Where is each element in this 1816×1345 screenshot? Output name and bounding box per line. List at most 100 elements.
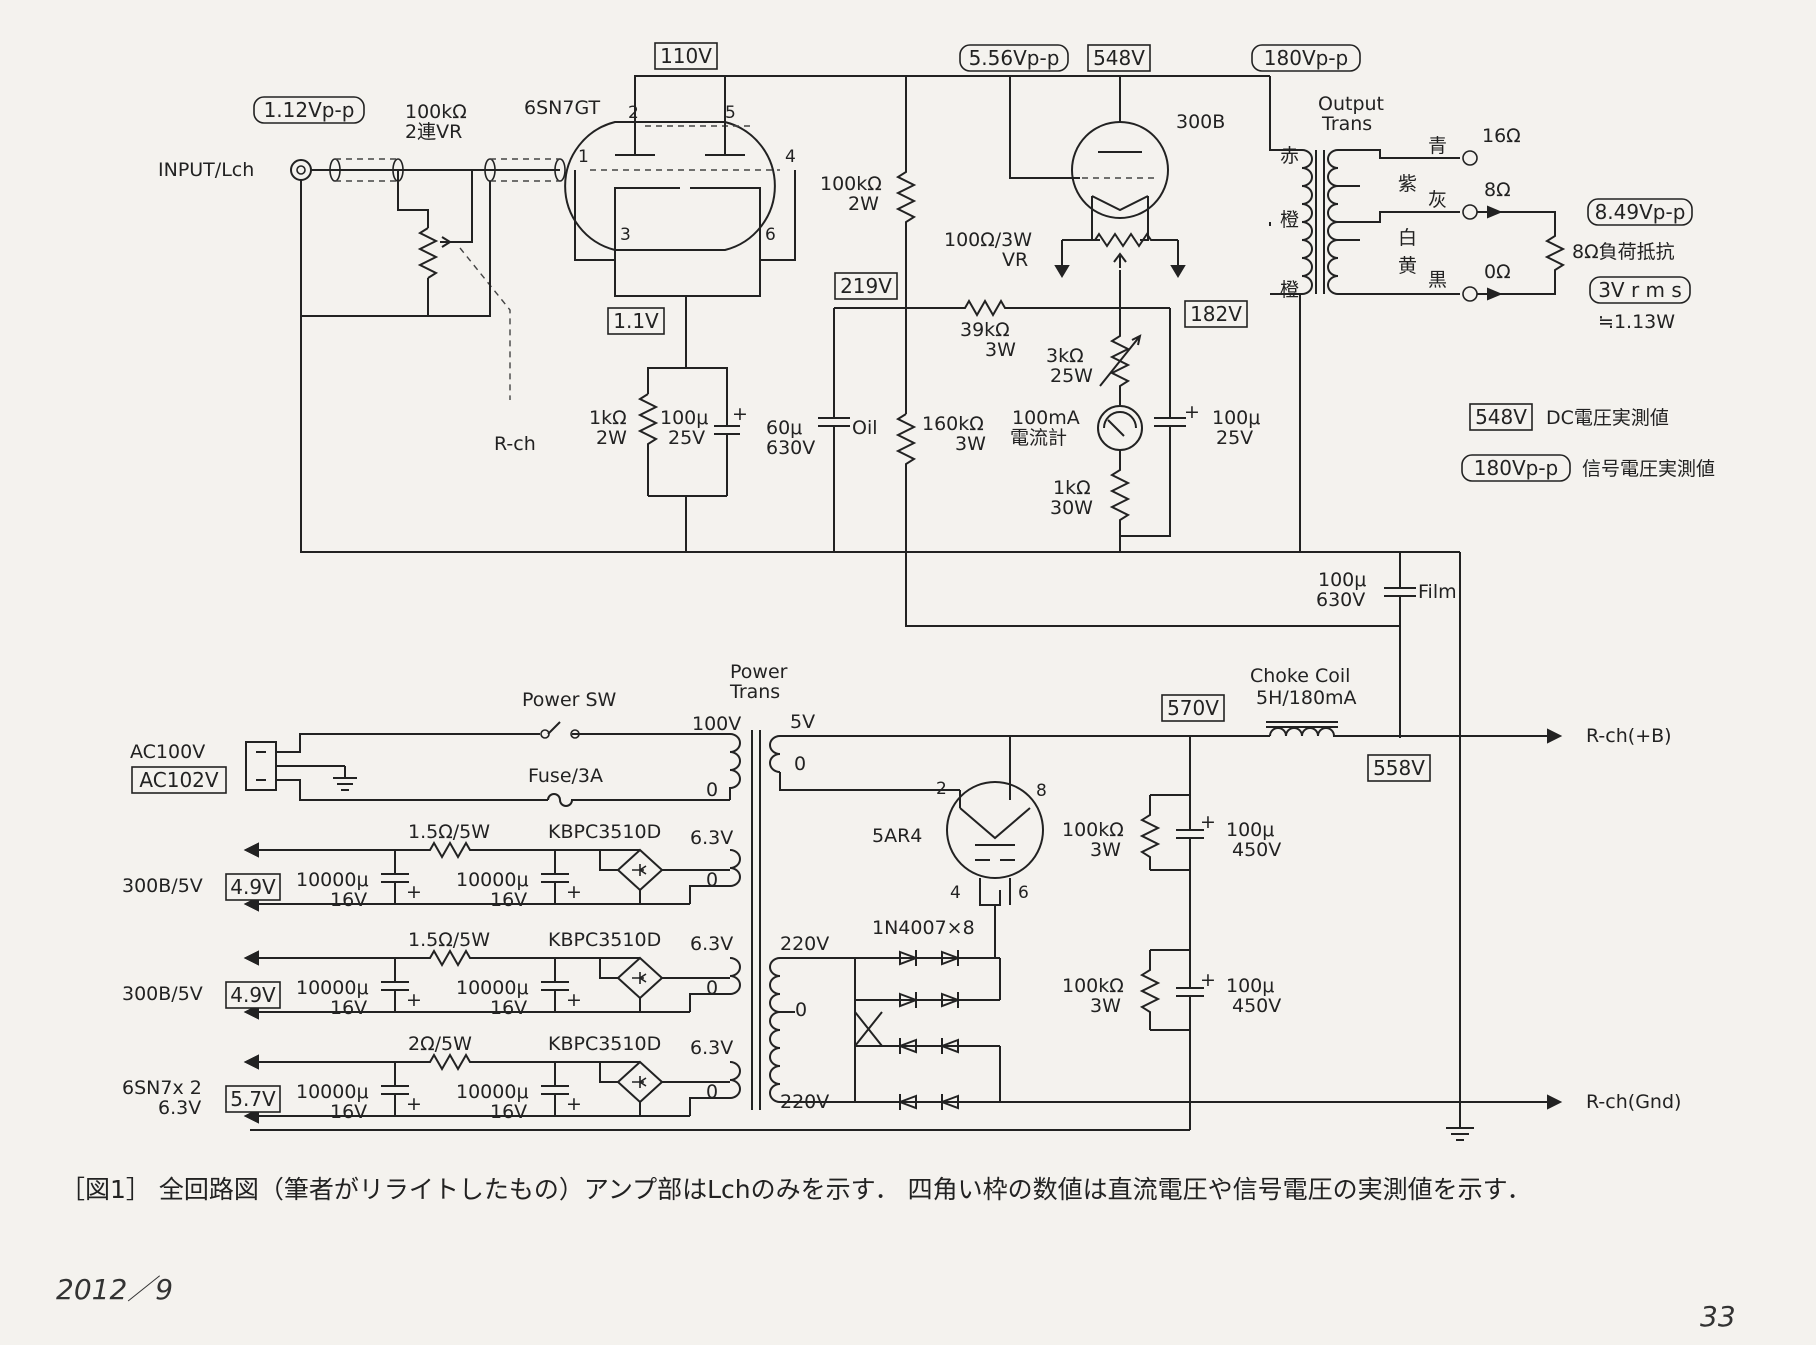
box-v-cathode: 1.1V [607, 307, 665, 335]
figure-caption: ［図1］ 全回路図（筆者がリライトしたもの）アンプ部はLchのみを示す． 四角い… [60, 1175, 1532, 1204]
film-capacitor: 100μ 630V Film [1316, 552, 1474, 1141]
filament-cap2-label: 10000μ [456, 869, 529, 891]
svg-text:25V: 25V [668, 427, 705, 449]
svg-text:2: 2 [936, 779, 947, 799]
tube-300b: 300B [1071, 76, 1225, 219]
svg-text:180Vp-p: 180Vp-p [1474, 456, 1558, 480]
plus-sign: + [566, 881, 582, 903]
circuit-schematic: 1.12Vp-p 110V 5.56Vp-p 548V 180Vp-p INPU… [122, 42, 1715, 1141]
svg-text:110V: 110V [660, 44, 712, 68]
bridge-label: KBPC3510D [548, 929, 661, 951]
svg-text:30W: 30W [1050, 497, 1093, 519]
bplus-filter: + + 100kΩ 3W 100μ 450V 100kΩ 3W 100μ 450… [1062, 736, 1401, 1130]
svg-text:1kΩ: 1kΩ [1053, 477, 1091, 499]
box-v-182: 182V [1184, 300, 1248, 328]
filament-cap2-label: 10000μ [456, 1081, 529, 1103]
svg-text:Choke Coil: Choke Coil [1250, 665, 1350, 687]
bias-network: 60μ 630V Oil 39kΩ 3W 3kΩ 25W 100mA 電流計 1… [766, 270, 1260, 552]
grid-wire-300b [1009, 76, 1080, 179]
svg-text:16Ω: 16Ω [1482, 125, 1521, 147]
svg-text:5V: 5V [790, 711, 815, 733]
box-v-filament [225, 873, 281, 901]
box-v-219: 219V [834, 272, 898, 300]
svg-text:灰: 灰 [1428, 189, 1447, 211]
svg-text:3: 3 [620, 225, 631, 245]
svg-text:6: 6 [765, 225, 776, 245]
svg-text:6.3V: 6.3V [690, 827, 733, 849]
svg-text:220V: 220V [780, 933, 829, 955]
svg-text:160kΩ: 160kΩ [922, 413, 984, 435]
svg-text:Trans: Trans [729, 681, 780, 703]
svg-text:39kΩ: 39kΩ [960, 319, 1010, 341]
svg-text:1: 1 [578, 147, 589, 167]
svg-text:8: 8 [1036, 781, 1047, 801]
box-v-rect: 570V [1161, 694, 1225, 722]
shielded-cable-1 [311, 158, 566, 182]
filament-cap1-label: 10000μ [296, 977, 369, 999]
svg-text:219V: 219V [840, 274, 892, 298]
bridge-label: KBPC3510D [548, 821, 661, 843]
filament-cap2-label: 10000μ [456, 977, 529, 999]
box-v-filament-value: 4.9V [230, 983, 276, 1007]
svg-text:558V: 558V [1373, 756, 1425, 780]
filament-cap1-voltage: 16V [330, 889, 367, 911]
svg-text:100μ: 100μ [1318, 569, 1366, 591]
svg-text:0Ω: 0Ω [1484, 261, 1511, 283]
grid2-wire-6sn7 [759, 170, 796, 261]
box-v-filament [225, 981, 281, 1009]
arrow-icon [243, 1054, 259, 1124]
power-transformer: Power Trans 100V 0 5V 0 6.3V 0 6.3V 0 6.… [690, 661, 1010, 1113]
svg-text:信号電圧実測値: 信号電圧実測値 [1582, 458, 1715, 480]
filament-cap1-voltage: 16V [330, 997, 367, 1019]
svg-text:+: + [1184, 401, 1200, 423]
svg-text:3V r m s: 3V r m s [1598, 278, 1682, 302]
box-v-plate-300b: 548V [1087, 44, 1151, 72]
hum-balance-vr: 100Ω/3W VR [944, 196, 1186, 278]
svg-text:Fuse/3A: Fuse/3A [528, 765, 603, 787]
svg-text:Film: Film [1418, 581, 1457, 603]
cathode-rc-6sn7: 1kΩ 2W 100μ 25V + [589, 296, 748, 552]
svg-text:3W: 3W [1090, 995, 1121, 1017]
filament-dest-label: 300B/5V [122, 875, 203, 897]
plus-sign: + [406, 1093, 422, 1115]
rectifier-5ar4: 2 8 4 6 5AR4 [872, 736, 1047, 906]
svg-text:8Ω: 8Ω [1484, 179, 1511, 201]
grid-wire-6sn7 [574, 170, 616, 261]
svg-text:2: 2 [628, 103, 639, 123]
svg-text:+: + [732, 403, 748, 425]
filament-dest-label: 300B/5V [122, 983, 203, 1005]
svg-text:橙: 橙 [1280, 209, 1299, 231]
box-v-filament [225, 1085, 281, 1113]
svg-text:青: 青 [1428, 135, 1447, 157]
svg-text:3kΩ: 3kΩ [1046, 345, 1084, 367]
diode-bridge-1n4007: 1N4007×8 R-ch(Gnd) [854, 905, 1681, 1113]
svg-text:2W: 2W [848, 193, 879, 215]
output-transformer: Output Trans 赤 橙 橙 青 紫 灰 白 黄 黒 16Ω 8Ω 0Ω [1269, 76, 1521, 552]
filament-cap2-voltage: 16V [490, 1101, 527, 1123]
svg-text:赤: 赤 [1280, 145, 1299, 167]
svg-text:6.3V: 6.3V [690, 1037, 733, 1059]
svg-text:100mA: 100mA [1012, 407, 1080, 429]
filament-cap2-voltage: 16V [490, 997, 527, 1019]
svg-text:100kΩ: 100kΩ [1062, 819, 1124, 841]
svg-text:+: + [1200, 969, 1216, 991]
svg-text:0: 0 [706, 869, 718, 891]
svg-text:548V: 548V [1475, 405, 1527, 429]
box-v-input: 1.12Vp-p [253, 96, 365, 124]
svg-text:8Ω負荷抵抗: 8Ω負荷抵抗 [1572, 241, 1675, 263]
ac-inlet: AC100V AC102V [130, 741, 357, 794]
bridge-label: KBPC3510D [548, 1033, 661, 1055]
svg-text:25W: 25W [1050, 365, 1093, 387]
choke-coil: Choke Coil 5H/180mA R-ch(+B) [1010, 665, 1672, 747]
svg-text:Oil: Oil [852, 417, 878, 439]
svg-text:≒1.13W: ≒1.13W [1598, 311, 1675, 333]
svg-text:450V: 450V [1232, 839, 1281, 861]
svg-text:1.12Vp-p: 1.12Vp-p [264, 98, 355, 122]
svg-text:Power SW: Power SW [522, 689, 617, 711]
svg-text:6: 6 [1018, 883, 1029, 903]
svg-text:4: 4 [785, 147, 796, 167]
issue-date: 2012／9 [56, 1273, 174, 1306]
svg-text:100kΩ: 100kΩ [405, 101, 467, 123]
